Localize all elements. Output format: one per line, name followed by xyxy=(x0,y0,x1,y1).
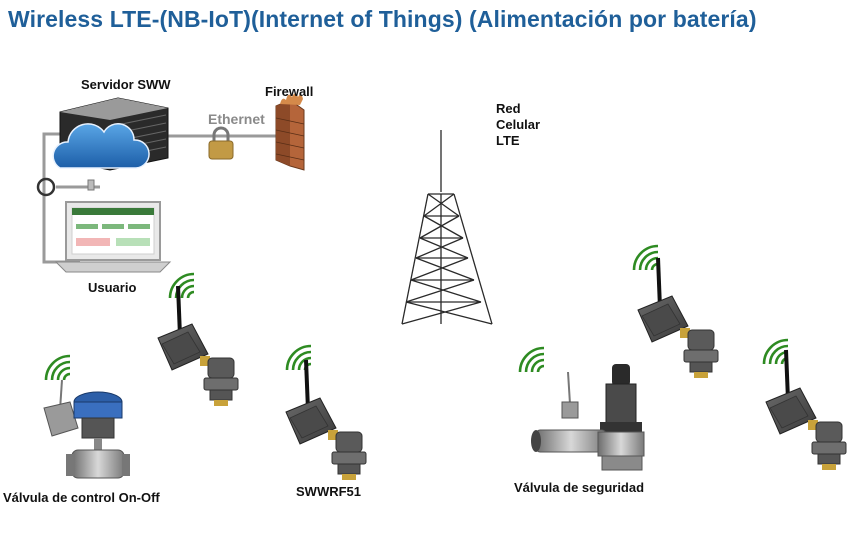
valve-icon xyxy=(531,364,645,471)
firewall-icon xyxy=(275,93,305,171)
laptop-icon xyxy=(54,201,172,273)
device-label: SWWRF51 xyxy=(296,484,361,499)
network-label-line3: LTE xyxy=(496,133,520,148)
valve-onoff-label: Válvula de control On-Off xyxy=(3,490,160,505)
wireless-signal-icon xyxy=(632,244,660,272)
transmitter-icon xyxy=(156,284,240,408)
valve-icon xyxy=(43,379,130,479)
network-label: Red Celular LTE xyxy=(496,101,540,149)
transmitter-icon xyxy=(764,348,848,472)
ethernet-label: Ethernet xyxy=(208,111,265,127)
transmitter-icon xyxy=(284,358,368,482)
page-title: Wireless LTE-(NB-IoT)(Internet of Things… xyxy=(8,6,757,32)
transmitter-icon xyxy=(636,256,720,380)
cell-tower-icon xyxy=(401,130,493,325)
server-label: Servidor SWW xyxy=(81,77,171,92)
firewall-label: Firewall xyxy=(265,84,314,99)
wireless-signal-icon xyxy=(518,346,546,374)
padlock-icon xyxy=(208,126,234,160)
safety-valve-label: Válvula de seguridad xyxy=(514,480,645,495)
user-label: Usuario xyxy=(88,280,137,295)
cloud-server-icon xyxy=(52,97,169,171)
wireless-signal-icon xyxy=(44,354,72,382)
network-label-line1: Red xyxy=(496,101,521,116)
wireless-signal-icon xyxy=(168,272,196,300)
network-label-line2: Celular xyxy=(496,117,541,132)
